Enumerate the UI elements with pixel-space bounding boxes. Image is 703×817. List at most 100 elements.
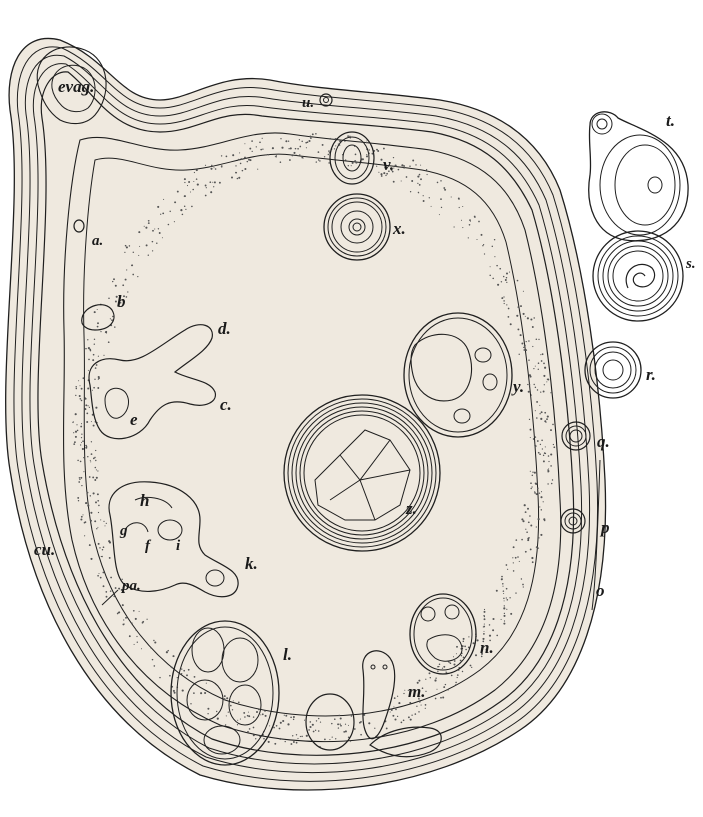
- stipple-dot: [92, 390, 93, 391]
- stipple-dot: [517, 306, 519, 308]
- stipple-dot: [550, 429, 552, 431]
- label-r: r.: [646, 365, 656, 384]
- stipple-dot: [83, 471, 84, 472]
- stipple-dot: [75, 386, 77, 388]
- stipple-dot: [185, 209, 186, 210]
- stipple-dot: [440, 697, 442, 699]
- stipple-dot: [395, 165, 397, 167]
- stipple-dot: [366, 155, 368, 157]
- stipple-dot: [313, 731, 315, 733]
- stipple-dot: [516, 315, 518, 317]
- stipple-dot: [505, 279, 507, 281]
- stipple-dot: [397, 696, 398, 697]
- stipple-dot: [249, 728, 251, 730]
- stipple-dot: [299, 154, 300, 155]
- stipple-dot: [225, 724, 226, 725]
- stipple-dot: [169, 211, 170, 212]
- label-k: k.: [245, 554, 258, 573]
- stipple-dot: [290, 743, 292, 745]
- stipple-dot: [462, 671, 463, 672]
- stipple-dot: [328, 154, 329, 155]
- stipple-dot: [239, 152, 240, 153]
- stipple-dot: [334, 148, 335, 149]
- stipple-dot: [93, 425, 95, 427]
- stipple-dot: [427, 174, 428, 175]
- stipple-dot: [443, 666, 445, 668]
- stipple-dot: [206, 187, 207, 188]
- stipple-dot: [429, 197, 430, 198]
- stipple-dot: [348, 165, 349, 166]
- stipple-dot: [85, 397, 86, 398]
- stipple-dot: [94, 479, 96, 481]
- stipple-dot: [160, 214, 161, 215]
- stipple-dot: [547, 416, 549, 418]
- label-b: b: [117, 292, 126, 311]
- stipple-dot: [89, 349, 91, 351]
- stipple-dot: [408, 716, 410, 718]
- stipple-dot: [545, 446, 546, 447]
- stipple-dot: [290, 147, 292, 149]
- stipple-dot: [504, 303, 505, 304]
- stipple-dot: [273, 727, 275, 729]
- stipple-dot: [177, 191, 179, 193]
- stipple-dot: [525, 529, 526, 530]
- stipple-dot: [174, 201, 176, 203]
- label-u: u.: [302, 95, 314, 111]
- stipple-dot: [249, 148, 251, 150]
- stipple-dot: [345, 159, 346, 160]
- stipple-dot: [506, 564, 508, 566]
- stipple-dot: [533, 368, 534, 369]
- stipple-dot: [151, 648, 152, 649]
- stipple-dot: [528, 391, 530, 393]
- stipple-dot: [529, 376, 531, 378]
- stipple-dot: [94, 339, 95, 340]
- stipple-dot: [360, 734, 362, 736]
- stipple-dot: [351, 715, 352, 716]
- stipple-dot: [468, 636, 469, 637]
- stipple-dot: [308, 729, 310, 731]
- stipple-dot: [527, 508, 529, 510]
- stipple-dot: [97, 309, 98, 310]
- stipple-dot: [168, 224, 170, 226]
- stipple-dot: [85, 445, 87, 447]
- stipple-dot: [338, 727, 339, 728]
- stipple-dot: [347, 135, 349, 137]
- stipple-dot: [523, 586, 524, 587]
- stipple-dot: [296, 734, 297, 735]
- stipple-dot: [350, 138, 351, 139]
- stipple-dot: [328, 162, 329, 163]
- stipple-dot: [482, 245, 483, 246]
- stipple-dot: [193, 692, 195, 694]
- stipple-dot: [395, 709, 397, 711]
- stipple-dot: [447, 689, 449, 691]
- stipple-dot: [76, 424, 77, 425]
- stipple-dot: [539, 537, 540, 538]
- stipple-dot: [191, 206, 193, 208]
- stipple-dot: [390, 711, 391, 712]
- stipple-dot: [515, 539, 517, 541]
- stipple-dot: [553, 444, 554, 445]
- stipple-dot: [529, 384, 531, 386]
- stipple-dot: [88, 359, 90, 361]
- stipple-dot: [159, 232, 161, 234]
- stipple-dot: [401, 180, 402, 181]
- stipple-dot: [284, 715, 285, 716]
- stipple-dot: [501, 619, 502, 620]
- stipple-dot: [98, 505, 100, 507]
- stipple-dot: [340, 717, 342, 719]
- stipple-dot: [451, 675, 453, 677]
- stipple-dot: [530, 488, 531, 489]
- stipple-dot: [502, 583, 504, 585]
- stipple-dot: [461, 220, 462, 221]
- stipple-dot: [293, 741, 295, 743]
- stipple-dot: [310, 721, 312, 723]
- stipple-dot: [494, 256, 495, 257]
- stipple-dot: [159, 677, 160, 678]
- stipple-dot: [256, 711, 258, 713]
- stipple-dot: [434, 679, 436, 681]
- stipple-dot: [226, 715, 227, 716]
- stipple-dot: [393, 181, 395, 183]
- stipple-dot: [98, 376, 100, 378]
- stipple-dot: [146, 619, 147, 620]
- stipple-dot: [318, 730, 320, 732]
